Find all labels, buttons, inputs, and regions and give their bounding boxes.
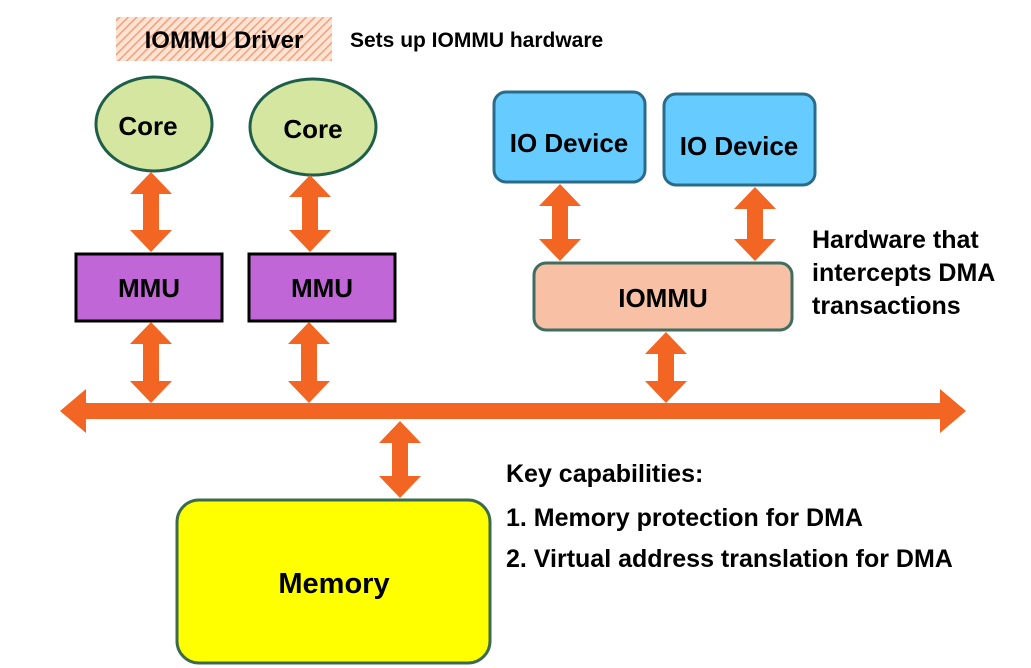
- io-device-2-to-iommu-arrow: [734, 187, 776, 261]
- iommu-label: IOMMU: [618, 283, 708, 313]
- mmu-2-label: MMU: [291, 273, 353, 303]
- core-1-label: Core: [118, 111, 177, 141]
- bus-to-memory-arrow: [379, 421, 421, 498]
- iommu-note-line-3: transactions: [812, 292, 961, 320]
- io-device-2-box: [662, 92, 817, 187]
- core-2-label: Core: [283, 114, 342, 144]
- core-2-to-mmu-2-arrow: [289, 175, 331, 252]
- memory-label: Memory: [278, 568, 389, 600]
- mmu-2-box: [247, 252, 397, 323]
- core-1-to-mmu-1-arrow: [130, 172, 172, 252]
- iommu-driver-legend-label: IOMMU Driver: [145, 27, 304, 54]
- io-device-2-label: IO Device: [680, 131, 799, 161]
- memory-box: [175, 498, 492, 665]
- io-device-1-to-iommu-arrow: [539, 184, 581, 261]
- capability-item-2: 2. Virtual address translation for DMA: [506, 545, 953, 573]
- core-1-node: [94, 75, 214, 173]
- core-2-node: [248, 77, 378, 177]
- capability-item-1: 1. Memory protection for DMA: [506, 504, 863, 532]
- system-bus-arrow: [60, 389, 966, 433]
- io-device-1-label: IO Device: [510, 128, 629, 158]
- mmu-1-label: MMU: [118, 273, 180, 303]
- iommu-driver-legend-box: [116, 17, 332, 61]
- iommu-box: [532, 261, 794, 332]
- iommu-driver-legend-description: Sets up IOMMU hardware: [350, 29, 603, 52]
- mmu-2-to-bus-arrow: [288, 322, 330, 403]
- connection-arrows: [60, 172, 966, 498]
- mmu-1-to-bus-arrow: [130, 322, 172, 403]
- mmu-1-box: [74, 252, 224, 323]
- iommu-note-line-1: Hardware that: [812, 226, 979, 254]
- iommu-note-line-2: intercepts DMA: [812, 259, 995, 287]
- iommu-to-bus-arrow: [645, 332, 687, 403]
- io-device-1-box: [492, 90, 647, 184]
- capabilities-heading: Key capabilities:: [506, 460, 703, 488]
